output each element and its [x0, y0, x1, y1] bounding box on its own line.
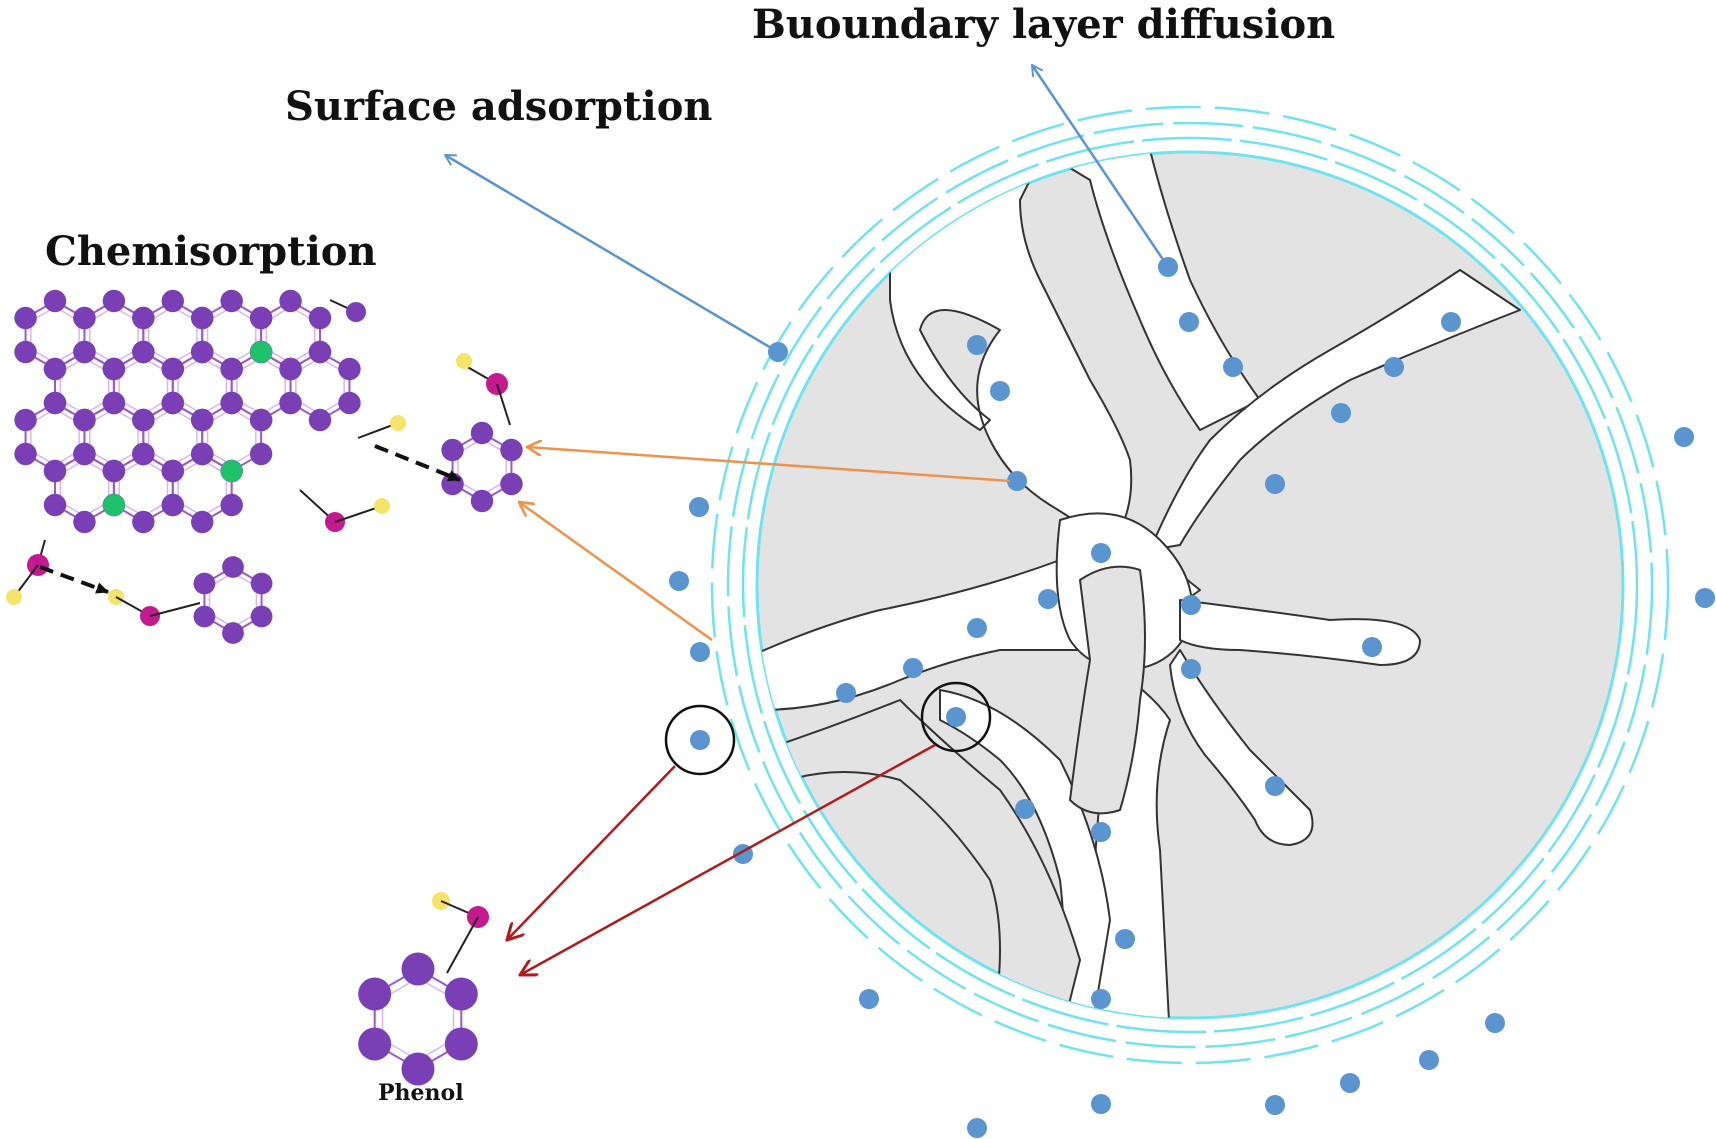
graphene-sheet-icon: [6, 289, 406, 626]
chemisorption-arrow-upper: [527, 447, 1011, 483]
label-boundary-layer-diffusion: Buoundary layer diffusion: [752, 1, 1335, 48]
label-phenol: Phenol: [378, 1080, 464, 1106]
label-chemisorption: Chemisorption: [45, 228, 377, 275]
adsorbate-molecules: [669, 257, 1715, 1138]
chemisorption-arrow-lower: [519, 502, 713, 642]
label-surface-adsorption: Surface adsorption: [285, 83, 712, 130]
boundary-diffusion-arrow: [1032, 65, 1170, 268]
annotation-arrows: [445, 65, 1170, 975]
highlight-rings: [664, 681, 992, 776]
dashed-arrows: [39, 444, 462, 594]
surface-adsorption-arrow: [445, 153, 779, 354]
phenol-arrow-left: [507, 765, 676, 940]
boundary-layer-rings: [710, 105, 1670, 1065]
benzene-ring-icon: [358, 892, 489, 1086]
phenol-arrow-right: [520, 743, 936, 975]
